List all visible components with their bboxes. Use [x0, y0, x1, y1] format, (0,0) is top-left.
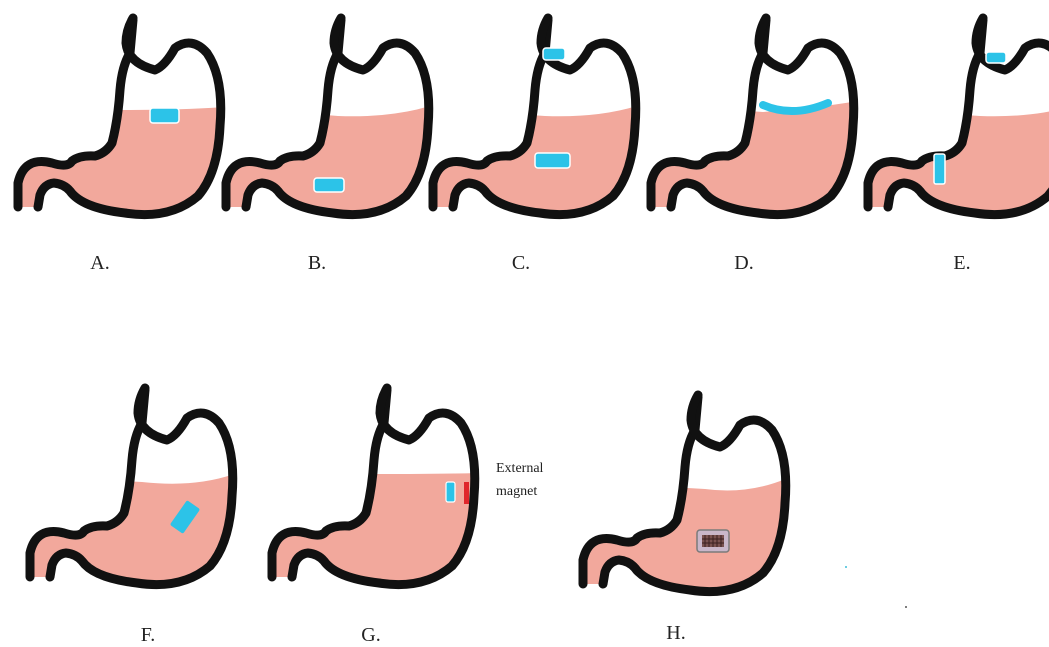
external-magnet	[464, 482, 469, 504]
stomach-panel-f	[22, 378, 237, 593]
panel-label-a: A.	[70, 252, 130, 275]
swelling-mesh-capsule	[697, 530, 729, 552]
capsule-floating	[543, 48, 565, 60]
stray-dot	[845, 566, 847, 568]
panel-label-c: C.	[491, 252, 551, 275]
stomach-panel-h	[575, 385, 790, 600]
panel-label-h: H.	[646, 622, 706, 645]
panel-label-f: F.	[118, 624, 178, 647]
capsule-floating	[986, 52, 1006, 63]
panel-label-d: D.	[714, 252, 774, 275]
stomach-panel-c	[425, 8, 640, 223]
stomach-panel-g	[264, 378, 479, 593]
stomach-panel-d	[643, 8, 858, 223]
stomach-panel-a	[10, 8, 225, 223]
capsule-sunk	[535, 153, 570, 168]
stomach-panel-b	[218, 8, 433, 223]
external-magnet-label: External magnet	[496, 457, 543, 503]
capsule-pylorus	[934, 154, 945, 184]
capsule	[314, 178, 344, 192]
stomach-panel-e	[860, 8, 1049, 223]
panel-label-g: G.	[341, 624, 401, 647]
capsule-magnetic	[446, 482, 455, 502]
capsule	[150, 108, 179, 123]
panel-label-e: E.	[932, 252, 992, 275]
stray-dot	[905, 606, 907, 608]
panel-label-b: B.	[287, 252, 347, 275]
raft-layer	[763, 103, 828, 111]
